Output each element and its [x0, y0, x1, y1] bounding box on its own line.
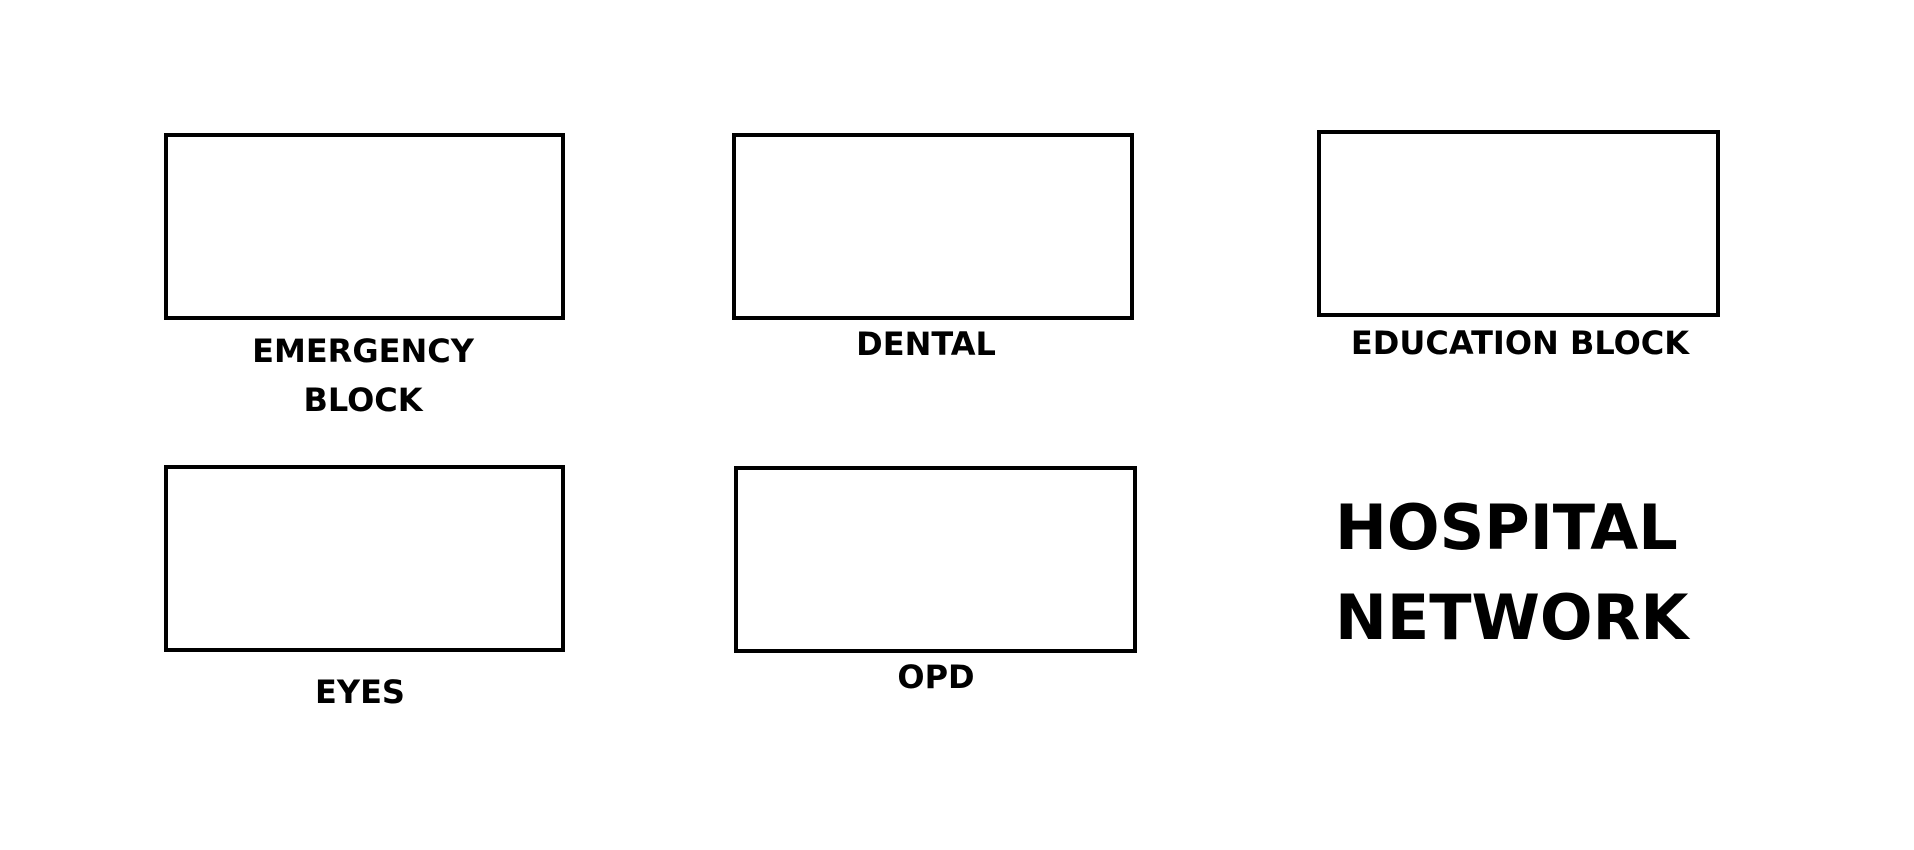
- diagram-title-line-1: HOSPITAL: [1335, 491, 1678, 564]
- eyes-label: EYES: [315, 673, 405, 711]
- diagram-title-line-2: NETWORK: [1335, 581, 1689, 654]
- dental-box: [732, 133, 1134, 320]
- eyes-box: [164, 465, 565, 652]
- emergency-block-label: EMERGENCY BLOCK: [252, 332, 474, 419]
- education-block-label: EDUCATION BLOCK: [1350, 324, 1690, 362]
- emergency-block-box: [164, 133, 565, 320]
- education-block-box: [1317, 130, 1720, 317]
- opd-box: [734, 466, 1137, 653]
- diagram-title: HOSPITAL NETWORK: [1335, 483, 1688, 663]
- dental-label: DENTAL: [856, 325, 996, 363]
- opd-label: OPD: [897, 658, 975, 696]
